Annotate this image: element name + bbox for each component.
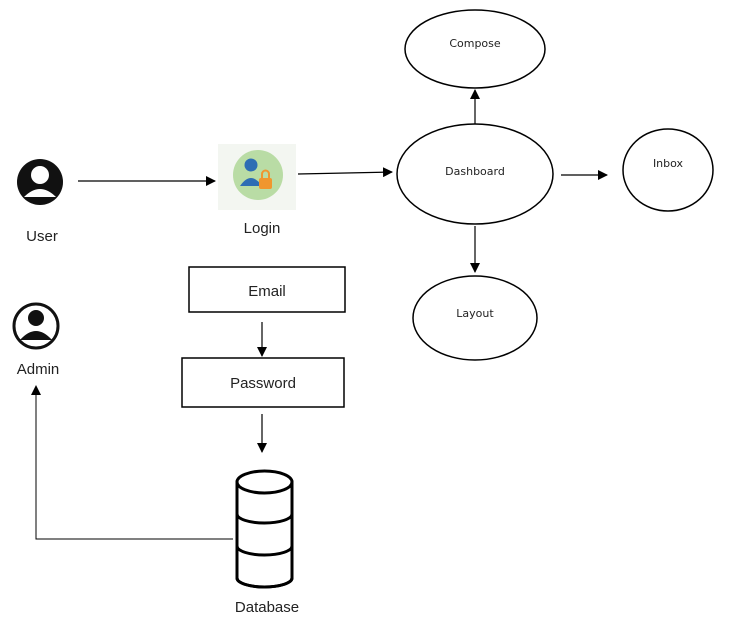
- layout-label: Layout: [456, 307, 494, 320]
- database-label: Database: [235, 599, 299, 616]
- login-user-lock-icon: [218, 144, 296, 210]
- password-box: [181, 357, 345, 408]
- admin-avatar-icon: [12, 302, 60, 350]
- inbox-node: [622, 128, 714, 212]
- dashboard-label: Dashboard: [445, 165, 505, 178]
- password-label: Password: [230, 375, 296, 392]
- user-avatar-icon: [17, 159, 63, 205]
- login-to-dashboard-arrow: [297, 167, 393, 178]
- database-cylinder-icon: [235, 469, 294, 589]
- user-label: User: [26, 228, 58, 245]
- email-box: [188, 266, 346, 313]
- inbox-label: Inbox: [653, 157, 684, 170]
- compose-node: [404, 9, 546, 89]
- compose-label: Compose: [449, 37, 501, 50]
- admin-label: Admin: [17, 361, 60, 378]
- database-to-admin-arrow: [31, 385, 233, 540]
- login-label: Login: [244, 220, 281, 237]
- layout-node: [412, 275, 538, 361]
- email-label: Email: [248, 283, 286, 300]
